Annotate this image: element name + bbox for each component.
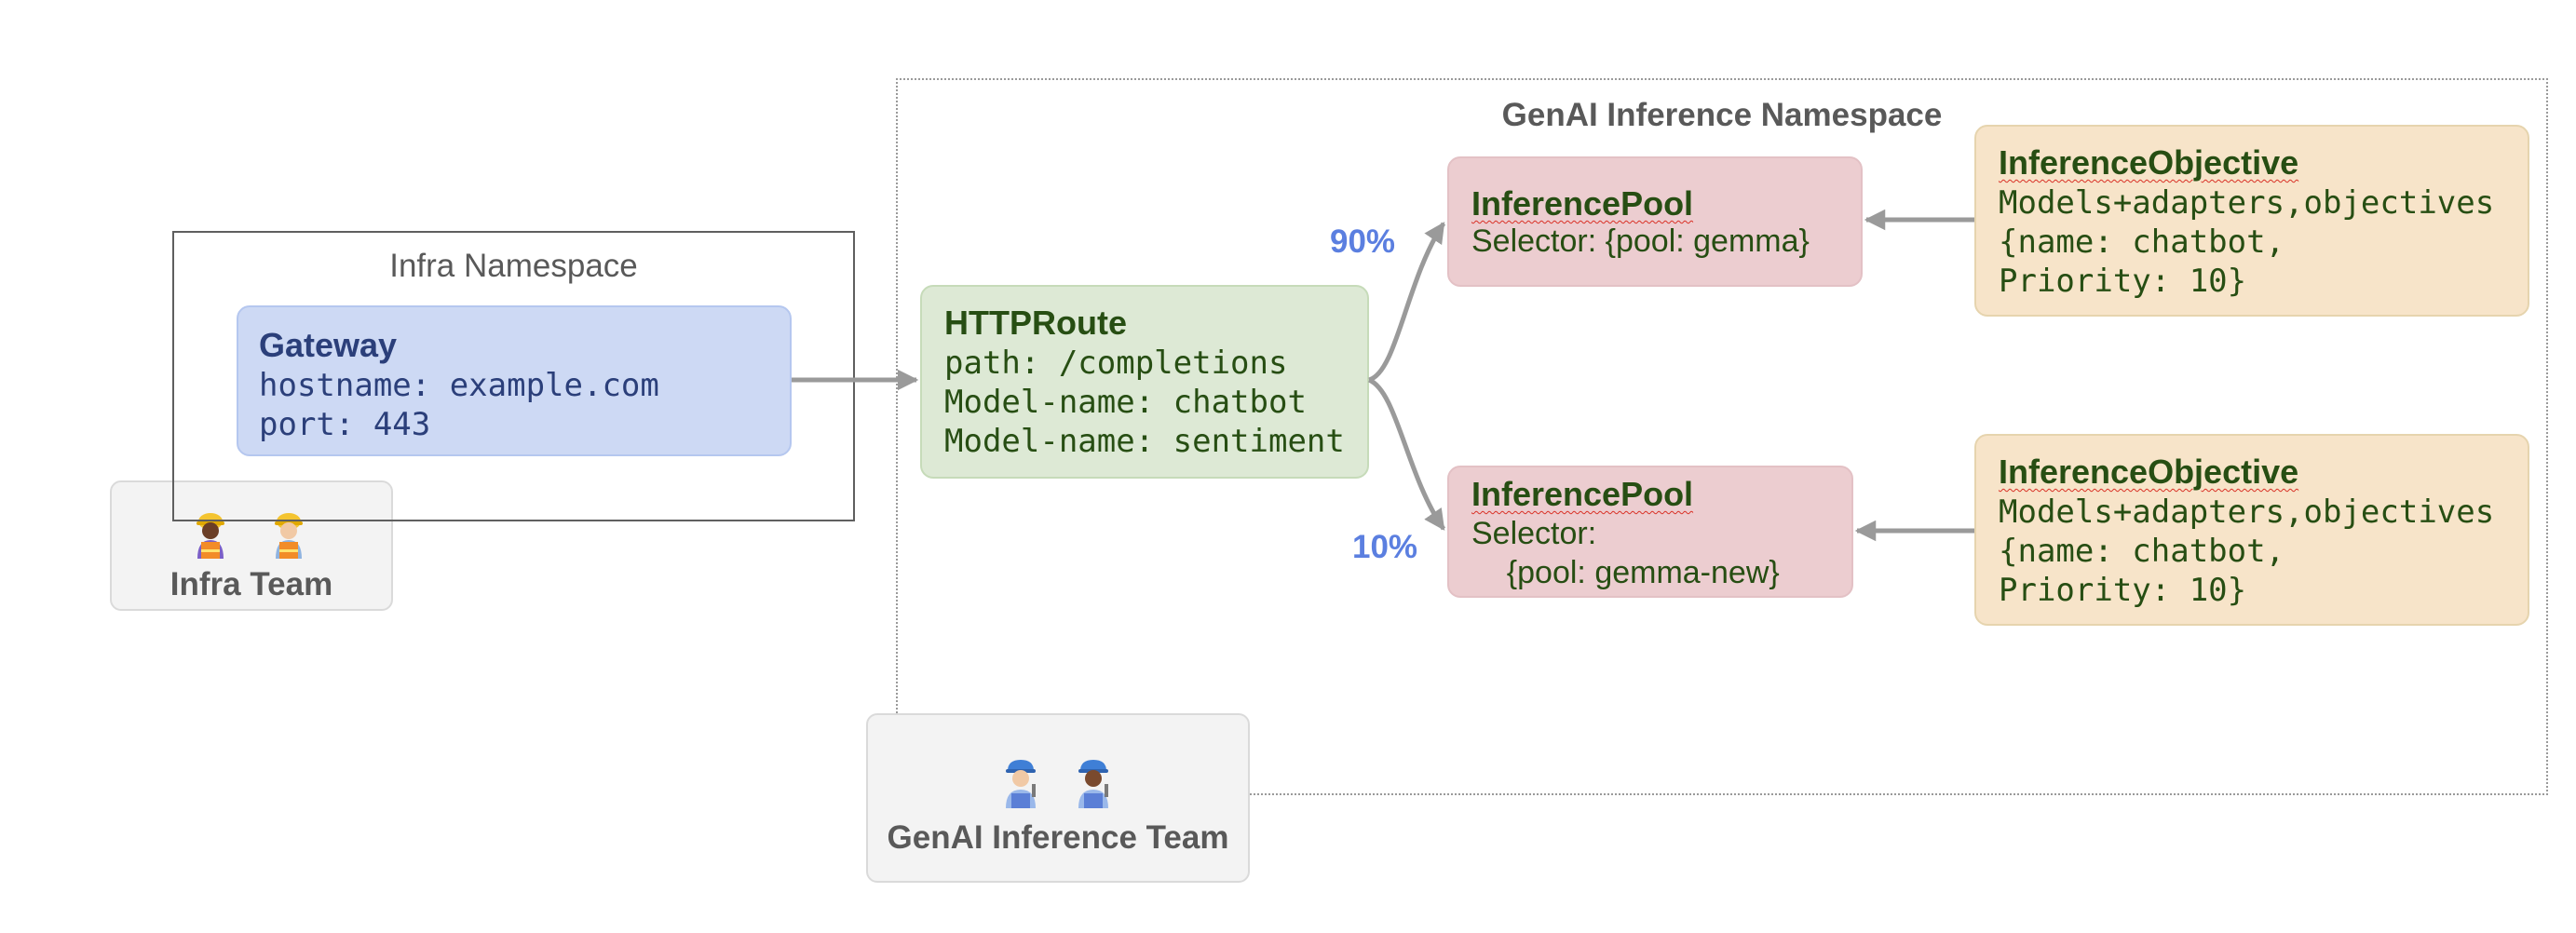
mechanic-icon <box>1006 760 1036 808</box>
inference-objective-name: {name: chatbot, <box>1999 223 2285 261</box>
infra-namespace-title: Infra Namespace <box>389 248 638 284</box>
inference-objective-box: InferenceObjective Models+adapters,objec… <box>1974 434 2529 626</box>
inference-pool-selector-value: {pool: gemma-new} <box>1471 555 1780 590</box>
inference-objective-box: InferenceObjective Models+adapters,objec… <box>1974 125 2529 317</box>
mechanic-icon <box>1078 760 1108 808</box>
genai-team-label: GenAI Inference Team <box>887 819 1229 856</box>
construction-worker-icon <box>275 513 303 559</box>
inference-objective-title: InferenceObjective <box>1999 143 2299 182</box>
traffic-weight-secondary: 10% <box>1352 529 1418 565</box>
genai-namespace-title: GenAI Inference Namespace <box>1501 97 1943 133</box>
gateway-port: port: 443 <box>259 406 431 443</box>
traffic-weight-primary: 90% <box>1330 223 1396 260</box>
inference-objective-priority: Priority: 10} <box>1999 572 2247 609</box>
httproute-box: HTTPRoute path: /completions Model-name:… <box>920 285 1369 479</box>
genai-inference-namespace <box>896 78 2548 795</box>
gateway-hostname: hostname: example.com <box>259 367 659 404</box>
httproute-path: path: /completions <box>944 345 1288 382</box>
gateway-box: Gateway hostname: example.com port: 443 <box>237 305 792 456</box>
construction-worker-icon <box>197 513 224 559</box>
inference-objective-title: InferenceObjective <box>1999 453 2299 491</box>
inference-pool-box: InferencePool Selector: {pool: gemma} <box>1447 156 1863 287</box>
httproute-title: HTTPRoute <box>944 304 1127 342</box>
httproute-to-pool-secondary-arrow <box>1367 377 1446 531</box>
httproute-to-pool-primary-arrow <box>1367 222 1446 383</box>
inference-objective-name: {name: chatbot, <box>1999 533 2285 570</box>
infra-team-label: Infra Team <box>169 566 333 602</box>
genai-team-card: GenAI Inference Team <box>866 713 1250 883</box>
inference-pool-selector: Selector: <box>1471 516 1597 551</box>
inference-pool-selector: Selector: {pool: gemma} <box>1471 223 1810 259</box>
inference-pool-title: InferencePool <box>1471 184 1694 223</box>
inference-pool-title: InferencePool <box>1471 475 1694 513</box>
inference-objective-priority: Priority: 10} <box>1999 263 2247 300</box>
httproute-model-name: Model-name: sentiment <box>944 423 1345 460</box>
httproute-model-name: Model-name: chatbot <box>944 384 1307 421</box>
infra-namespace <box>172 231 855 521</box>
inference-objective-models: Models+adapters,objectives <box>1999 184 2495 222</box>
inference-objective-models: Models+adapters,objectives <box>1999 494 2495 531</box>
infra-team-card: Infra Team <box>110 480 393 611</box>
inference-pool-box: InferencePool Selector: {pool: gemma-new… <box>1447 466 1853 598</box>
gateway-title: Gateway <box>259 326 398 364</box>
